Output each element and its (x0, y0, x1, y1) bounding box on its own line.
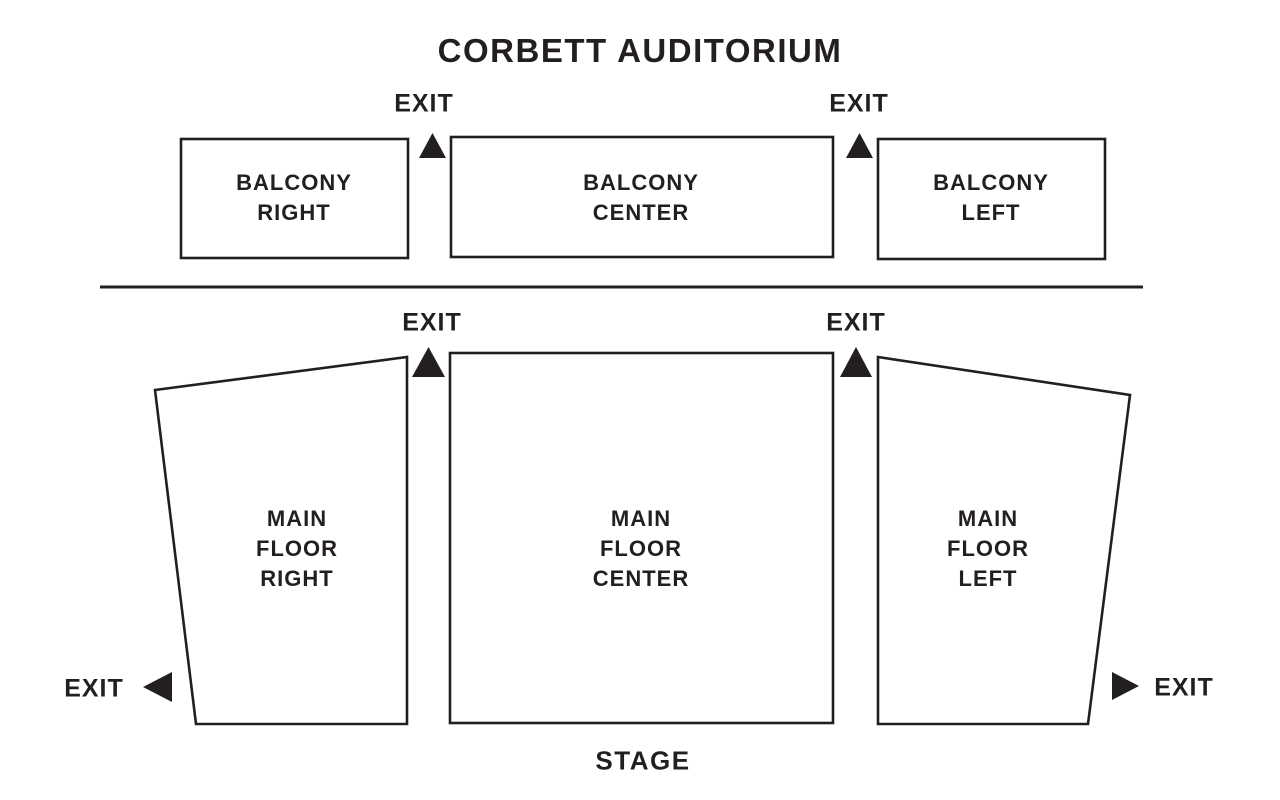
balcony-center-label: BALCONY CENTER (583, 170, 699, 225)
exit-label-balcony-house-right: EXIT (394, 89, 454, 118)
exit-arrow-up-icon (412, 347, 445, 377)
main-floor-center-section (448, 351, 835, 725)
balcony-left-label: BALCONY LEFT (933, 170, 1049, 225)
exit-label-main-floor-house-right: EXIT (402, 308, 462, 337)
balcony-center-section (449, 135, 835, 259)
exit-arrow-up-icon (419, 133, 446, 158)
balcony-left-section (876, 137, 1107, 261)
main-floor-left-label: MAIN FLOOR LEFT (947, 506, 1029, 591)
exit-label-balcony-house-left: EXIT (829, 89, 889, 118)
exit-label-main-floor-house-left: EXIT (826, 308, 886, 337)
main-floor-right-label: MAIN FLOOR RIGHT (256, 506, 338, 591)
exit-arrow-up-icon (840, 347, 872, 377)
main-floor-left-section (876, 355, 1132, 726)
stage-label: STAGE (595, 745, 691, 776)
exit-arrow-left-icon (143, 672, 172, 702)
exit-label-side-right: EXIT (64, 674, 124, 703)
exit-arrow-right-icon (1112, 672, 1139, 700)
page-title: CORBETT AUDITORIUM (437, 32, 843, 69)
exit-arrow-up-icon (846, 133, 873, 158)
balcony-right-section (179, 137, 410, 260)
main-floor-center-label: MAIN FLOOR CENTER (592, 506, 690, 591)
balcony-right-label: BALCONY RIGHT (236, 170, 352, 225)
main-floor-right-section (153, 355, 409, 726)
exit-label-side-left: EXIT (1154, 673, 1214, 702)
